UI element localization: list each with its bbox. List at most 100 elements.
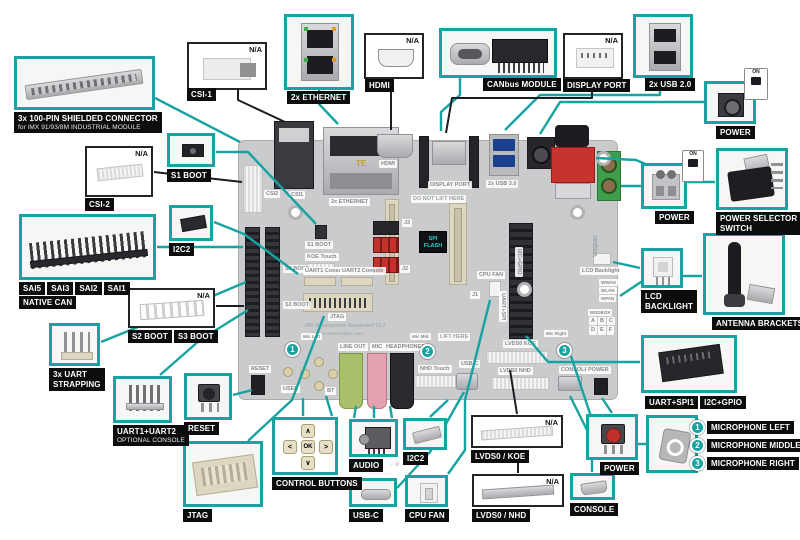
na-tag: N/A — [546, 477, 559, 486]
label-reset: RESET — [184, 422, 220, 435]
callout-i2c2-bot — [403, 418, 447, 450]
jtag-graphic — [191, 453, 259, 497]
na-tag: N/A — [605, 36, 618, 45]
uartstrap-graphic — [64, 332, 90, 352]
power-barrel-graphic — [718, 93, 744, 117]
mounting-hole — [288, 205, 303, 220]
label-uart-spi1: UART+SPI1 — [645, 396, 699, 409]
red-jumpers — [373, 237, 399, 253]
silk-reset: RESET — [249, 365, 272, 374]
dc-barrel-jack — [527, 137, 555, 169]
silk-j3: J3 — [402, 219, 413, 228]
usb3-stack — [489, 134, 519, 176]
silk-wwan: WWAN — [599, 279, 618, 287]
callout-csi2: N/A — [85, 146, 153, 197]
callout-controls: ∧ < OK > ∨ — [272, 417, 338, 475]
marker-mic-left: 1 — [285, 342, 300, 357]
mic3-marker: 3 — [690, 456, 705, 471]
label-mic-right: MICROPHONE RIGHT — [707, 457, 799, 470]
switch-icon — [688, 158, 698, 167]
hdmi-graphic — [378, 49, 414, 67]
silk-j1: J1 — [470, 291, 481, 300]
label-i2c2-bot: I2C2 — [403, 452, 429, 465]
gpio-header — [509, 223, 533, 339]
silk-bt: BT — [325, 387, 337, 396]
label-csi1: CSI-1 — [187, 88, 216, 101]
mic-chip-graphic — [658, 427, 692, 465]
displayport-graphic — [576, 48, 614, 68]
silk-lift-here: LIFT HERE — [438, 333, 471, 342]
spi-flash-chip: SPI FLASH — [419, 231, 447, 253]
displayport-port — [432, 141, 466, 165]
power-btn-legs — [604, 445, 624, 454]
label-antenna: ANTENNA BRACKETS — [712, 317, 800, 330]
control-button — [283, 367, 293, 377]
callout-jtag — [183, 441, 263, 507]
power-button-onboard — [594, 378, 608, 395]
antenna-bracket — [746, 283, 776, 305]
silk-csi2: CSI2 — [264, 190, 281, 199]
i2c2-bot-graphic — [411, 425, 443, 445]
silk-hdmi: HDMI — [379, 160, 398, 169]
audio-graphic — [359, 427, 391, 449]
label-i2c2-top: I2C2 — [169, 243, 195, 256]
label-jtag: JTAG — [183, 509, 213, 522]
silk-nhd-touch: NHD Touch — [418, 365, 452, 374]
label-hdmi: HDMI — [365, 79, 394, 92]
marker-mic-right: 3 — [557, 343, 572, 358]
label-console: CONSOLE — [570, 503, 619, 516]
label-sai1: SAI1 — [103, 282, 130, 295]
callout-cpufan — [405, 475, 448, 507]
power-selector-onboard — [551, 125, 595, 199]
silk-koe-touch: KOE Touch — [305, 253, 339, 262]
callout-uartspi — [641, 335, 737, 393]
callout-usb20 — [633, 14, 693, 78]
silk-display-port: DISPLAY PORT — [428, 181, 473, 190]
csi1-connector — [274, 121, 314, 189]
s23boot-labels: S2 BOOT S3 BOOT — [128, 330, 218, 343]
label-i2c-gpio: I2C+GPIO — [700, 396, 747, 409]
label-power-mid: POWER — [655, 211, 694, 224]
label-cpufan: CPU FAN — [405, 509, 449, 522]
control-right-button: > — [319, 440, 333, 454]
cpufan-graphic — [420, 483, 438, 503]
label-s3boot: S3 BOOT — [173, 330, 218, 343]
cpu-fan-connector — [489, 281, 501, 297]
silk-s1-boot: S1 BOOT — [305, 241, 334, 250]
callout-uart12 — [113, 376, 172, 423]
label-lvdskoe: LVDS0 / KOE — [471, 450, 530, 463]
callout-lvdskoe: N/A — [471, 415, 563, 448]
silk-s2-boot: S2 BOOT — [283, 265, 312, 274]
jumper-block — [373, 221, 399, 235]
csi2-graphic — [96, 163, 144, 182]
callout-csi1: N/A — [187, 42, 267, 90]
canbus-pcb-graphic — [492, 39, 548, 63]
antenna-rod-graphic — [728, 242, 741, 300]
mic2-marker: 2 — [690, 438, 705, 453]
silk-lvds-nhd: LVDS0 NHD — [498, 367, 533, 376]
callout-uartstrap — [49, 323, 100, 366]
callout-power-top — [704, 81, 756, 124]
lvdskoe-graphic — [480, 425, 554, 441]
na-tag: N/A — [197, 291, 210, 300]
mic-jack — [367, 353, 387, 409]
callout-powersel — [716, 148, 788, 210]
control-button — [314, 381, 324, 391]
silk-2x-ethernet: 2x ETHERNET — [329, 198, 371, 207]
line-out-jack — [339, 353, 363, 409]
headphones-jack — [390, 353, 414, 409]
label-audio: AUDIO — [349, 459, 384, 472]
silk-usb-c: USB-C — [459, 360, 481, 369]
power-on-badge: ON — [744, 68, 768, 100]
uart1-header — [304, 277, 336, 286]
label-csi2: CSI-2 — [85, 198, 114, 211]
i2c2-top-graphic — [180, 214, 207, 233]
callout-s23boot: N/A — [128, 288, 215, 328]
callout-microphones — [646, 415, 698, 473]
silk-power: POWER — [586, 366, 611, 375]
antenna-hinge — [724, 294, 745, 307]
